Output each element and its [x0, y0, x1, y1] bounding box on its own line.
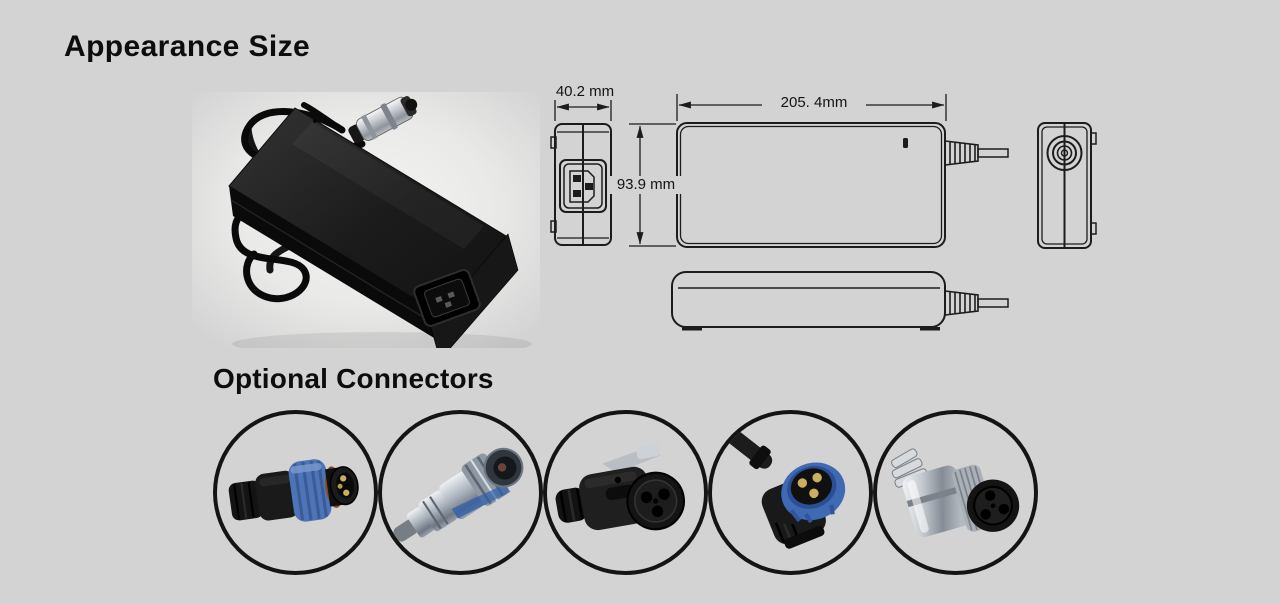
- connector-option-3: [543, 410, 708, 575]
- width-dimension: [554, 100, 612, 121]
- right-angle-plug-blue-ring-3-pin-icon: [722, 426, 846, 549]
- cable-stub: [977, 148, 1009, 158]
- cable-metal-connector: [348, 96, 418, 144]
- height-dimension: [629, 123, 676, 247]
- cable: [722, 426, 773, 470]
- ac-inlet-photo: [413, 269, 481, 327]
- dc-output-icon: [1046, 135, 1083, 171]
- end-view-drawing: [1037, 122, 1097, 249]
- metal-aviation-plug-blue-icon: [393, 447, 524, 542]
- dimension-drawing: [545, 80, 1115, 350]
- connector-option-1: [213, 410, 378, 575]
- strain-relief: [944, 140, 1009, 166]
- circular-waterproof-plug-blue-ring-icon: [228, 459, 359, 522]
- front-view-drawing: [676, 122, 1009, 248]
- strain-relief-profile: [944, 290, 1009, 316]
- adapter-body: [228, 107, 519, 361]
- height-dimension-label: 93.9 mm: [610, 176, 682, 194]
- profile-view-drawing: [671, 271, 1009, 331]
- page-title: Appearance Size: [64, 30, 311, 63]
- connectors-section-title: Optional Connectors: [213, 363, 494, 394]
- connector-option-5: [873, 410, 1038, 575]
- chrome-gx-plug-3-hole-icon: [891, 448, 1020, 538]
- ac-inlet-icon: [559, 159, 607, 213]
- connector-option-4: [708, 410, 873, 575]
- adapter-photo-illustration: [192, 92, 540, 361]
- black-bayonet-plug-3-socket-icon: [555, 443, 686, 531]
- led-indicator: [903, 138, 908, 148]
- side-view-drawing: [550, 123, 612, 246]
- dimension-drawing-svg: [550, 94, 1097, 331]
- connector-option-2: [378, 410, 543, 575]
- adapter-photo: [192, 92, 540, 361]
- length-dimension-label: 205. 4mm: [762, 94, 866, 112]
- cable-stub-profile: [977, 298, 1009, 308]
- width-dimension-label: 40.2 mm: [555, 83, 615, 100]
